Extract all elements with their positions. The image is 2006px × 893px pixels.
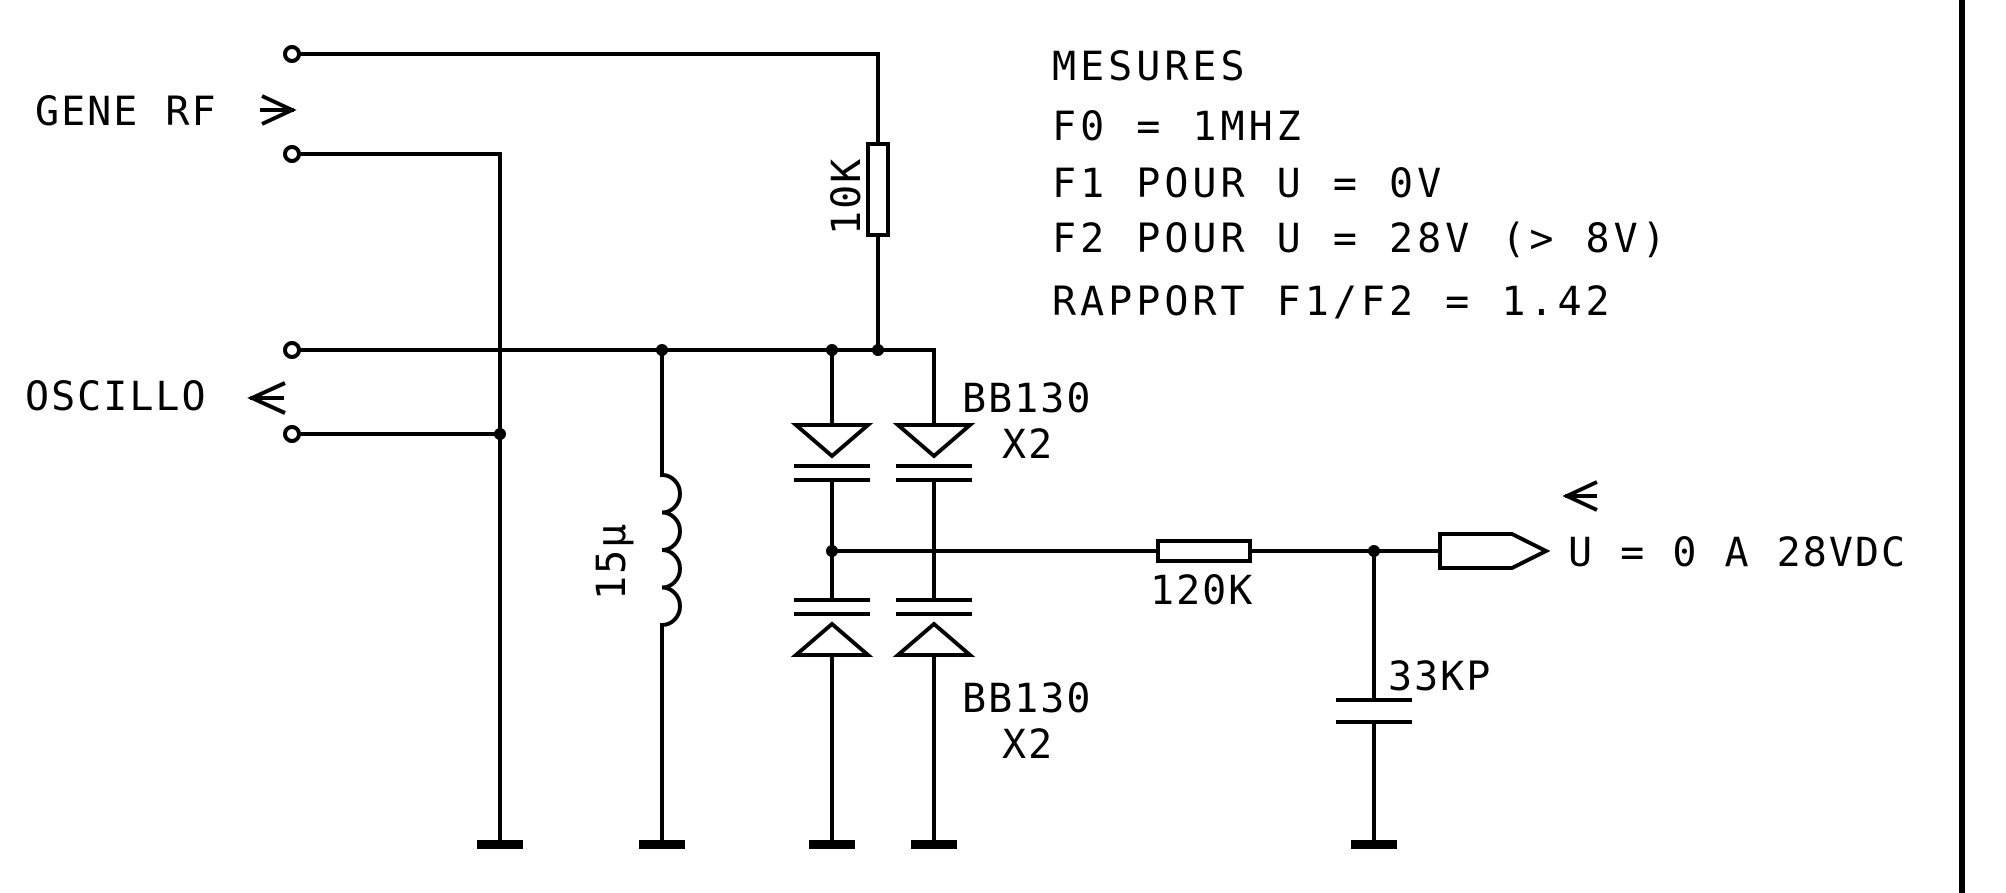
varicap-top-2 <box>892 423 976 482</box>
control-input-port: U = 0 A 28VDC <box>1438 480 1907 576</box>
inductor-label: 15µ <box>589 522 635 600</box>
diodes-bottom-label: BB130 <box>962 676 1092 722</box>
diodes-top-qty: X2 <box>1002 422 1054 468</box>
resistor-120k-label: 120K <box>1150 568 1254 614</box>
gene-rf-port: GENE RF <box>35 45 301 163</box>
oscillo-port: OSCILLO <box>25 341 301 443</box>
varicap-bottom-1 <box>790 598 874 657</box>
varicap-bottom-2 <box>892 598 976 657</box>
ground-icon <box>477 840 523 849</box>
notes-line-2: F1 POUR U = 0V <box>1052 161 1445 207</box>
resistor-120k: 120K <box>1150 539 1254 614</box>
capacitor-33kp: 33KP <box>1336 654 1492 724</box>
ground-icon <box>639 840 685 849</box>
oscillo-terminal-hot <box>283 341 301 359</box>
ground-symbols <box>477 840 1397 849</box>
oscillo-terminal-gnd <box>283 425 301 443</box>
control-connector <box>1438 532 1551 570</box>
resistor-10k: 10K <box>824 142 890 237</box>
inductor-15u: 15µ <box>589 473 682 627</box>
measurement-notes: MESURES F0 = 1MHZ F1 POUR U = 0V F2 POUR… <box>1052 44 1670 325</box>
junction-dots <box>494 344 1380 557</box>
resistor-10k-label: 10K <box>824 157 870 235</box>
varicap-top-1 <box>790 423 874 482</box>
diodes-bottom-qty: X2 <box>1002 722 1054 768</box>
oscillo-label: OSCILLO <box>25 374 208 420</box>
gene-rf-terminal-hot <box>283 45 301 63</box>
notes-line-1: F0 = 1MHZ <box>1052 104 1305 150</box>
ground-icon <box>911 840 957 849</box>
ground-icon <box>1351 840 1397 849</box>
wires <box>297 52 1442 845</box>
notes-title: MESURES <box>1052 44 1249 90</box>
gene-rf-label: GENE RF <box>35 89 218 135</box>
control-label: U = 0 A 28VDC <box>1568 530 1907 576</box>
notes-line-3: F2 POUR U = 28V (> 8V) <box>1052 216 1670 262</box>
diodes-top-label: BB130 <box>962 376 1092 422</box>
ground-icon <box>809 840 855 849</box>
capacitor-label: 33KP <box>1388 654 1492 700</box>
gene-rf-terminal-gnd <box>283 145 301 163</box>
notes-line-4: RAPPORT F1/F2 = 1.42 <box>1052 279 1614 325</box>
